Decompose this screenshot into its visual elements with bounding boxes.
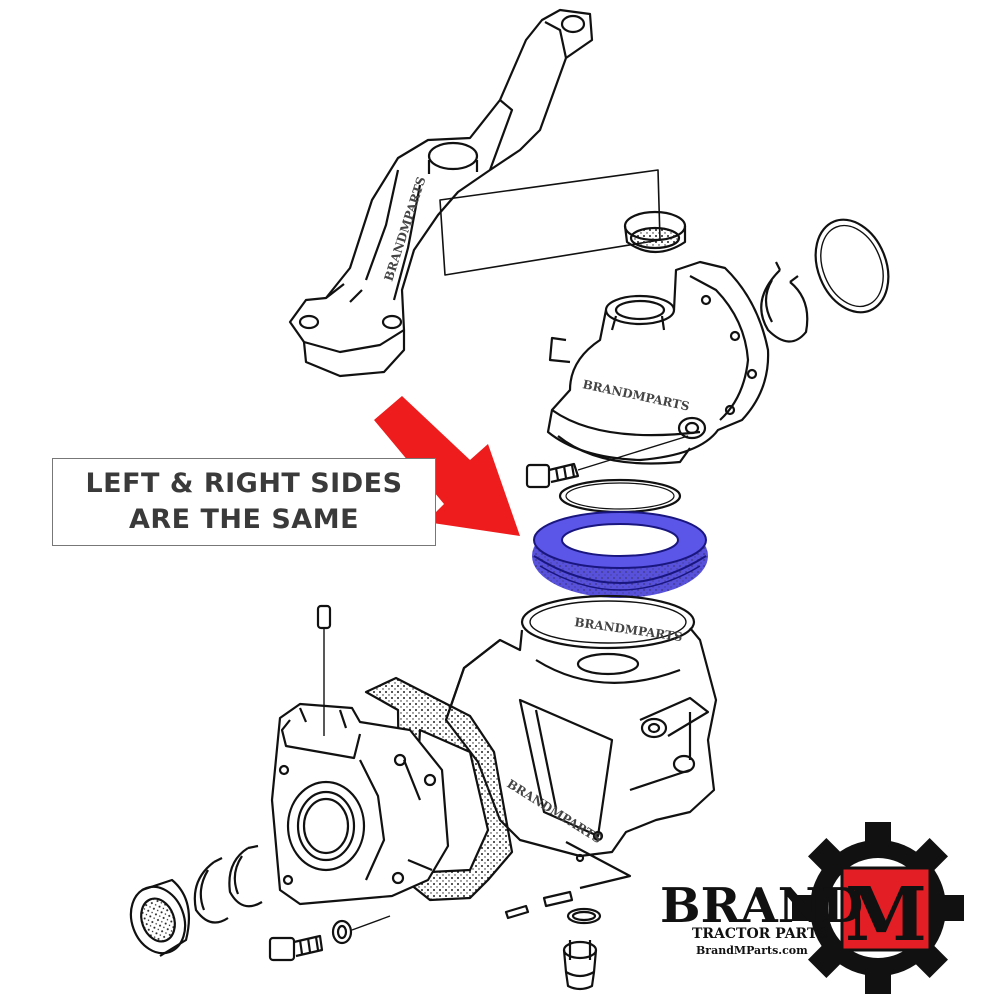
callout-line-2: ARE THE SAME: [128, 504, 360, 535]
logo-letter: M: [845, 872, 927, 958]
callout-line-1: LEFT & RIGHT SIDES: [85, 468, 403, 499]
thin-ring: [558, 478, 682, 514]
logo-url: BrandMParts.com: [696, 944, 808, 957]
o-ring-large: [814, 218, 890, 314]
watermark-lower-housing: BRANDMPARTS: [504, 777, 604, 847]
upper-gear-housing: [546, 260, 770, 465]
brand-logo: M BRAND TRACTOR PARTS BrandMParts.com: [660, 822, 964, 994]
watermark-upper-housing: BRANDMPARTS: [581, 377, 690, 413]
red-arrow-icon: [374, 396, 520, 536]
logo-subtitle: TRACTOR PARTS: [692, 926, 827, 942]
callout-box: LEFT & RIGHT SIDES ARE THE SAME: [52, 458, 436, 546]
watermark-lower-ring: BRANDMPARTS: [574, 615, 684, 644]
watermark-arm: BRANDMPARTS: [382, 175, 429, 283]
small-pins: [504, 890, 602, 925]
lower-gear-case: [444, 627, 718, 890]
washer-lower: [331, 919, 353, 945]
snap-ring-lower-1: [193, 857, 229, 924]
top-seal: [623, 210, 687, 253]
lower-ring: [520, 594, 696, 650]
logo-word: BRAND: [660, 878, 863, 934]
highlighted-bearing: [532, 511, 708, 598]
bolt-upper: [525, 462, 580, 489]
bolt-lower: [268, 934, 324, 962]
dowel-pin: [316, 604, 332, 736]
lower-seal: [129, 878, 190, 957]
snap-ring-lower-2: [228, 844, 263, 908]
drain-plug: [562, 940, 598, 991]
axle-housing: [270, 702, 450, 906]
snap-ring-upper: [760, 261, 809, 343]
knuckle-arm: [288, 8, 594, 378]
